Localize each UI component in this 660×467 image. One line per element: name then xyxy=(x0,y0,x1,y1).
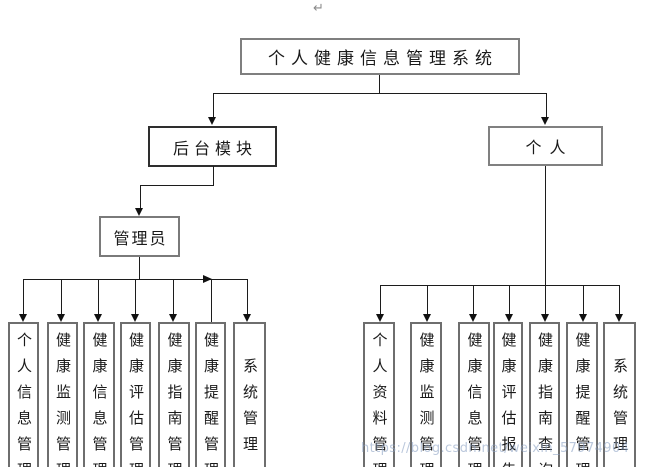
connector-line xyxy=(583,285,584,315)
module-label: 健康监测管理 xyxy=(54,331,72,467)
return-mark: ↵ xyxy=(313,1,324,16)
connector-line xyxy=(139,257,140,279)
root-node-label: 个人健康信息管理系统 xyxy=(268,49,498,69)
connector-line xyxy=(247,279,248,315)
backend-module-node: 后台模块 xyxy=(148,126,277,167)
arrow-down-icon xyxy=(504,314,513,322)
connector-line xyxy=(509,285,510,315)
admin-module-node-system-manage: 系统管理 xyxy=(233,322,266,467)
connector-line xyxy=(213,93,546,94)
arrow-down-icon xyxy=(422,314,431,322)
backend-module-label: 后台模块 xyxy=(172,138,257,158)
root-node: 个人健康信息管理系统 xyxy=(240,38,520,75)
connector-line xyxy=(140,185,214,186)
connector-line xyxy=(379,75,380,93)
admin-module-node-health-monitor: 健康监测管理 xyxy=(47,322,78,467)
module-label: 个人信息管理 xyxy=(15,331,33,467)
module-label: 健康评估报告 xyxy=(499,331,518,467)
module-label: 健康指南管理 xyxy=(165,331,184,467)
connector-line xyxy=(427,285,428,315)
connector-line xyxy=(380,285,619,286)
connector-line xyxy=(173,279,174,315)
module-label: 健康指南查询 xyxy=(536,331,554,467)
personal-module-node-health-info: 健康信息管理 xyxy=(458,322,490,467)
module-label: 健康信息管理 xyxy=(90,331,109,467)
module-label: 健康评估管理 xyxy=(127,331,145,467)
connector-line xyxy=(380,285,381,315)
personal-node-label: 个人 xyxy=(525,138,574,157)
connector-line xyxy=(211,279,212,322)
personal-module-node-system-manage: 系统管理 xyxy=(603,322,636,467)
personal-module-node-assess-report: 健康评估报告 xyxy=(493,322,523,467)
admin-node: 管理员 xyxy=(99,216,180,257)
connector-line xyxy=(213,93,214,118)
connector-line xyxy=(473,285,474,315)
arrow-down-icon xyxy=(130,314,139,322)
arrow-down-icon xyxy=(614,314,623,322)
module-label: 系统管理 xyxy=(241,357,259,462)
admin-module-node-personal-info: 个人信息管理 xyxy=(8,322,39,467)
arrow-down-icon xyxy=(93,314,102,322)
arrow-right-icon xyxy=(203,275,212,283)
admin-node-label: 管理员 xyxy=(113,228,168,248)
module-label: 健康提醒管理 xyxy=(573,331,592,467)
connector-line xyxy=(61,279,62,315)
arrow-down-icon xyxy=(135,208,143,216)
connector-line xyxy=(545,166,546,285)
arrow-down-icon xyxy=(242,314,251,322)
personal-module-node-profile: 个人资料管理 xyxy=(363,322,395,467)
connector-line xyxy=(98,279,99,315)
module-label: 健康提醒管理 xyxy=(202,331,220,467)
module-label: 健康信息管理 xyxy=(465,331,484,467)
connector-line xyxy=(23,279,24,315)
personal-module-node-health-monitor: 健康监测管理 xyxy=(410,322,442,467)
arrow-down-icon xyxy=(375,314,384,322)
connector-line xyxy=(213,166,214,185)
arrow-down-icon xyxy=(18,314,27,322)
connector-line xyxy=(545,285,546,315)
arrow-down-icon xyxy=(208,117,216,125)
connector-line xyxy=(619,285,620,315)
admin-module-node-health-assess: 健康评估管理 xyxy=(120,322,151,467)
admin-module-node-health-guide: 健康指南管理 xyxy=(158,322,190,467)
personal-node: 个人 xyxy=(488,126,603,166)
connector-line xyxy=(135,279,136,315)
csdn-watermark: https://blog.csdn.net/weixin_57974904 xyxy=(361,441,630,456)
module-label: 个人资料管理 xyxy=(370,331,389,467)
arrow-down-icon xyxy=(541,117,549,125)
module-label: 系统管理 xyxy=(611,357,629,462)
admin-module-node-health-remind: 健康提醒管理 xyxy=(195,322,226,467)
admin-module-node-health-info: 健康信息管理 xyxy=(83,322,115,467)
arrow-down-icon xyxy=(578,314,587,322)
arrow-down-icon xyxy=(468,314,477,322)
connector-line xyxy=(546,93,547,118)
arrow-down-icon xyxy=(56,314,65,322)
connector-line xyxy=(140,185,141,209)
arrow-down-icon xyxy=(168,314,177,322)
arrow-down-icon xyxy=(540,314,549,322)
module-label: 健康监测管理 xyxy=(417,331,436,467)
personal-module-node-guide-query: 健康指南查询 xyxy=(529,322,560,467)
personal-module-node-health-remind: 健康提醒管理 xyxy=(566,322,598,467)
